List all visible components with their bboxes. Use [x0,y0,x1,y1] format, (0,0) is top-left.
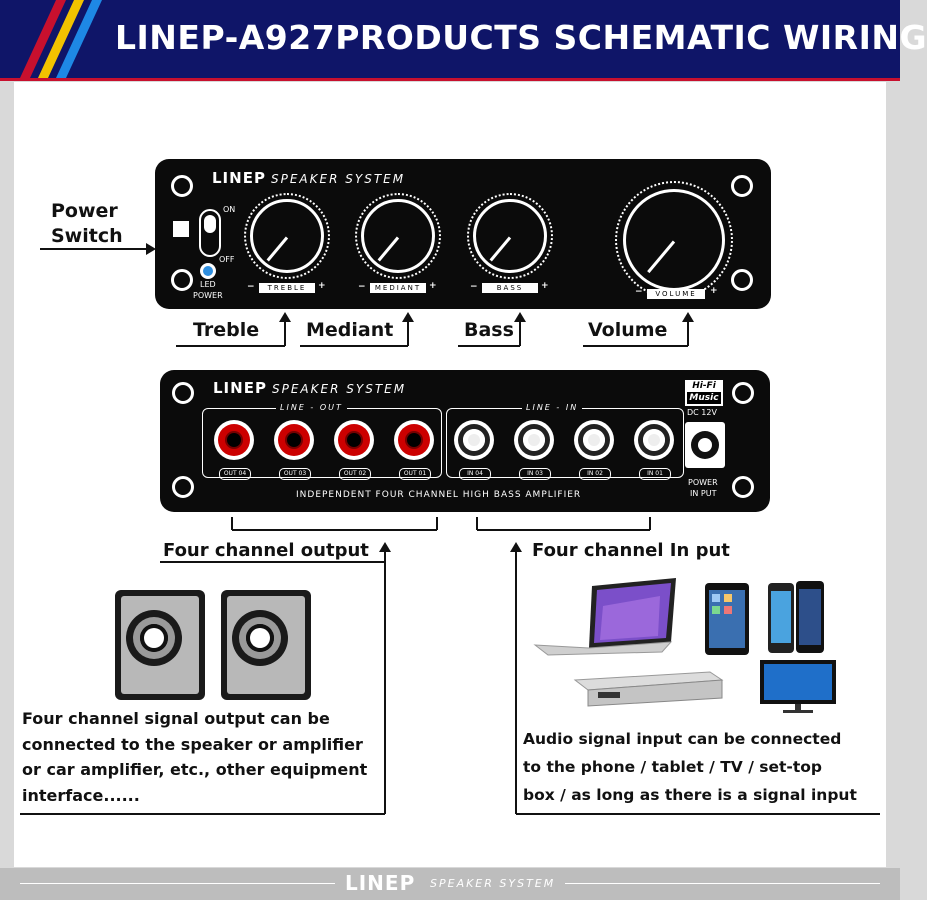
treble-plus: + [318,281,326,291]
hifi-badge-line1: Hi-Fi [692,381,716,391]
output-tag-4: OUT 04 [219,468,251,480]
front-panel-device: LINEP SPEAKER SYSTEM ON OFF LED POWER − … [155,159,771,309]
bass-dial-scale [467,193,553,279]
page-title: LINEP-A927PRODUCTS SCHEMATIC WIRING [115,18,927,57]
led-label: LED [200,280,216,289]
footer-divider [20,883,335,884]
front-brand-logo: LINEP [212,169,266,187]
dc-power-jack[interactable] [685,422,725,468]
mediant-minus: − [358,282,366,292]
treble-knob[interactable] [250,199,324,273]
hifi-badge-line2: Music [687,392,721,404]
input-description-line: to the phone / tablet / TV / set-top [523,758,822,776]
power-input-label-line1: POWER [688,478,718,487]
volume-knob[interactable] [623,189,725,291]
footer-divider [565,883,880,884]
output-description: Four channel signal output can be connec… [22,706,367,808]
volume-label: VOLUME [647,289,705,299]
screw-icon [172,382,194,404]
treble-dial-scale [244,193,330,279]
bass-plus: + [541,281,549,291]
dc-voltage-label: DC 12V [687,408,717,417]
led-power-label: POWER [193,291,223,300]
output-tag-2: OUT 02 [339,468,371,480]
rear-brand-logo: LINEP [213,379,267,397]
screw-icon [172,476,194,498]
screw-icon [732,382,754,404]
screw-icon [171,175,193,197]
output-annotation: Four channel output [163,540,369,561]
power-switch-annotation-line1: Power [51,200,118,222]
power-input-label-line2: IN PUT [690,489,717,498]
volume-plus: + [710,286,718,296]
input-description: Audio signal input can be connected to t… [523,725,857,809]
input-description-line: box / as long as there is a signal input [523,786,857,804]
power-switch-annotation-line2: Switch [51,225,123,247]
treble-minus: − [247,282,255,292]
bass-label: BASS [482,283,538,293]
rear-panel-device: LINEP SPEAKER SYSTEM LINE - OUT LINE - I… [160,370,770,512]
rear-brand-subtitle: SPEAKER SYSTEM [272,382,407,396]
screw-icon [731,269,753,291]
input-tag-3: IN 03 [519,468,551,480]
chip-icon [173,221,189,237]
input-tag-4: IN 04 [459,468,491,480]
treble-annotation: Treble [193,319,260,341]
color-stripes [20,0,102,78]
output-jack-1[interactable] [394,420,434,460]
output-tag-1: OUT 01 [399,468,431,480]
output-tag-3: OUT 03 [279,468,311,480]
output-description-line: connected to the speaker or amplifier [22,734,363,754]
speaker-left-icon [115,590,205,700]
switch-off-label: OFF [219,255,235,264]
front-brand-subtitle: SPEAKER SYSTEM [271,172,406,186]
mediant-knob[interactable] [361,199,435,273]
amplifier-description: INDEPENDENT FOUR CHANNEL HIGH BASS AMPLI… [296,490,582,500]
input-jack-4[interactable] [454,420,494,460]
screw-icon [171,269,193,291]
led-indicator [200,263,216,279]
screw-icon [732,476,754,498]
line-in-label: LINE - IN [522,402,583,414]
switch-on-label: ON [223,205,236,214]
volume-minus: − [635,287,643,297]
volume-annotation: Volume [588,319,668,341]
treble-label: TREBLE [259,283,315,293]
mediant-plus: + [429,281,437,291]
input-description-line: Audio signal input can be connected [523,730,842,748]
speaker-right-icon [221,590,311,700]
mediant-annotation: Mediant [306,319,394,341]
footer: LINEP SPEAKER SYSTEM [0,868,900,900]
output-jack-2[interactable] [334,420,374,460]
mediant-dial-scale [355,193,441,279]
bass-knob[interactable] [473,199,547,273]
screw-icon [731,175,753,197]
output-jack-4[interactable] [214,420,254,460]
hifi-badge: Hi-Fi Music [685,380,723,406]
power-switch[interactable] [199,209,221,257]
mediant-label: MEDIANT [370,283,426,293]
bass-minus: − [470,282,478,292]
input-jack-3[interactable] [514,420,554,460]
footer-brand-subtitle: SPEAKER SYSTEM [430,877,556,890]
input-annotation: Four channel In put [532,540,730,561]
output-jack-3[interactable] [274,420,314,460]
input-jack-2[interactable] [574,420,614,460]
footer-brand-logo: LINEP [345,871,416,895]
output-description-line: interface...... [22,785,140,805]
input-tag-1: IN 01 [639,468,671,480]
input-jack-1[interactable] [634,420,674,460]
bass-annotation: Bass [464,319,514,341]
output-description-line: Four channel signal output can be [22,709,330,728]
output-description-line: or car amplifier, etc., other equipment [22,760,368,779]
line-out-label: LINE - OUT [276,402,347,414]
header-banner: LINEP-A927PRODUCTS SCHEMATIC WIRING [0,0,927,81]
input-tag-2: IN 02 [579,468,611,480]
